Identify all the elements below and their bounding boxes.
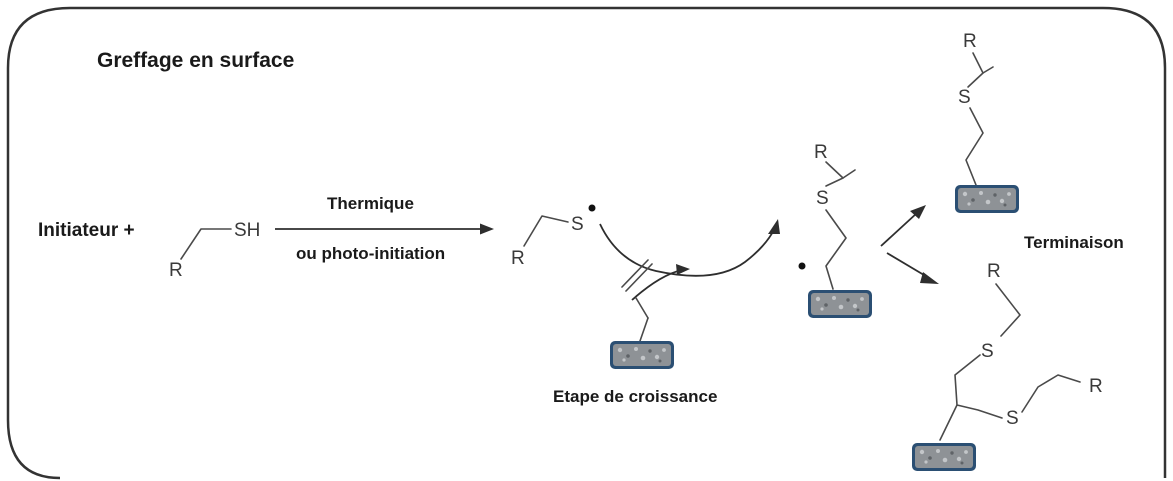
surface-block-alkene (610, 341, 674, 369)
termination-arrow-down-head (920, 272, 939, 284)
product-bottom-r1-label: R (987, 261, 1001, 282)
termination-label: Terminaison (1024, 233, 1124, 252)
growth-step-label: Etape de croissance (553, 387, 717, 406)
surface-block-product-top (955, 185, 1019, 213)
reaction-arrow-head (480, 223, 494, 235)
initiator-label: Initiateur + (38, 220, 135, 241)
thiyl-radical: S R (511, 204, 596, 269)
alkene-surface (610, 259, 683, 369)
propagation-arrow-head (768, 219, 780, 234)
termination-arrow-down (886, 252, 930, 279)
product-top: R S (955, 31, 1019, 213)
termination-arrow-up (880, 212, 918, 247)
termination-arrow-up-head (910, 205, 926, 219)
intermediate-r-label: R (814, 142, 828, 163)
surface-block-product-bottom (912, 443, 976, 471)
surface-block-intermediate (808, 290, 872, 318)
product-top-r-label: R (963, 31, 977, 52)
intermediate-radical: R S (798, 142, 872, 318)
product-bottom: R S S R (912, 261, 1103, 471)
radical-r-label: R (511, 248, 525, 269)
product-bottom-r2-label: R (1089, 376, 1103, 397)
thiol-molecule: SH R (169, 220, 260, 281)
propagation-curve-arrow (599, 223, 776, 277)
product-top-s-label: S (958, 87, 971, 108)
intermediate-s-label: S (816, 188, 829, 209)
thiol-sh-label: SH (234, 220, 260, 241)
product-bottom-s2-label: S (1006, 408, 1019, 429)
product-bottom-s1-label: S (981, 341, 994, 362)
frame-border (6, 6, 1167, 480)
thiol-r-label: R (169, 260, 183, 281)
scheme-title: Greffage en surface (97, 49, 294, 72)
alkene-entry-arrow-head (676, 264, 690, 275)
condition-thermal: Thermique (327, 194, 414, 213)
radical-s-label: S (571, 214, 584, 235)
condition-photo: ou photo-initiation (296, 244, 445, 263)
intermediate-radical-dot (798, 262, 806, 270)
radical-dot (588, 204, 596, 212)
